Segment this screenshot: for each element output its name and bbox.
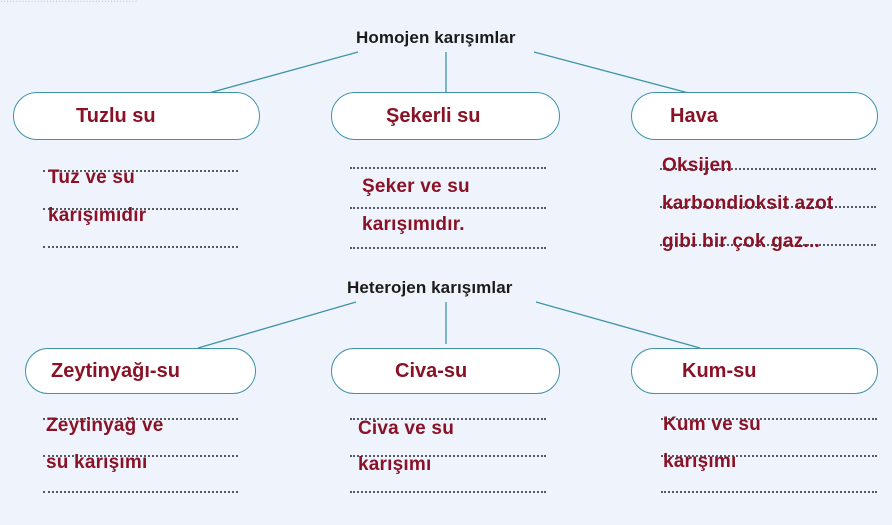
rule-line [660, 206, 876, 208]
rule-line [661, 418, 877, 420]
answer-line: karışımıdır [48, 205, 147, 226]
answer-line: Oksijen [662, 155, 733, 176]
rule-line [350, 167, 546, 169]
rule-line [660, 244, 876, 246]
node-label: Kum-su [682, 359, 757, 382]
node-label: Zeytinyağı-su [51, 359, 180, 382]
rule-line [661, 455, 877, 457]
node-sekerli-su[interactable]: Şekerli su [331, 92, 560, 140]
link-heterojen-right [535, 301, 701, 349]
node-kum-su[interactable]: Kum-su [631, 348, 878, 394]
rule-line [661, 491, 877, 493]
node-label: Tuzlu su [76, 104, 156, 127]
section-title-homojen: Homojen karışımlar [356, 28, 516, 47]
answer-line: gibi bir çok gaz... [662, 231, 820, 252]
node-hava[interactable]: Hava [631, 92, 878, 140]
link-homojen-right [533, 51, 701, 97]
rule-line [350, 491, 546, 493]
rule-line [350, 455, 546, 457]
answer-line: Civa ve su [358, 418, 454, 439]
rule-line [350, 247, 546, 249]
rule-line [43, 455, 238, 457]
link-heterojen-left [197, 301, 357, 349]
link-homojen-left [197, 51, 359, 97]
rule-line [43, 418, 238, 420]
answer-line: Kum ve su [663, 414, 761, 435]
rule-line [350, 418, 546, 420]
answer-line: karbondioksit azot [662, 193, 834, 214]
node-label: Hava [670, 104, 718, 127]
answer-line: su karışımı [46, 452, 148, 473]
node-label: Şekerli su [386, 104, 481, 127]
answer-line: karışımı [358, 454, 432, 475]
answer-line: Tuz ve su [48, 167, 135, 188]
answer-line: Şeker ve su [362, 176, 470, 197]
section-title-heterojen: Heterojen karışımlar [347, 278, 513, 297]
rule-line [43, 208, 238, 210]
node-label: Civa-su [395, 359, 468, 382]
answer-line: karışımı [663, 451, 737, 472]
node-civa-su[interactable]: Civa-su [331, 348, 560, 394]
node-tuzlu-su[interactable]: Tuzlu su [13, 92, 260, 140]
rule-line [660, 168, 876, 170]
rule-line [43, 170, 238, 172]
node-zeytinyagi-su[interactable]: Zeytinyağı-su [25, 348, 256, 394]
answer-line: Zeytinyağ ve [46, 415, 164, 436]
rule-line [43, 491, 238, 493]
rule-line [350, 207, 546, 209]
answer-line: karışımıdır. [362, 214, 465, 235]
rule-line [43, 246, 238, 248]
clipped-header-text: ........................................… [0, 0, 892, 9]
